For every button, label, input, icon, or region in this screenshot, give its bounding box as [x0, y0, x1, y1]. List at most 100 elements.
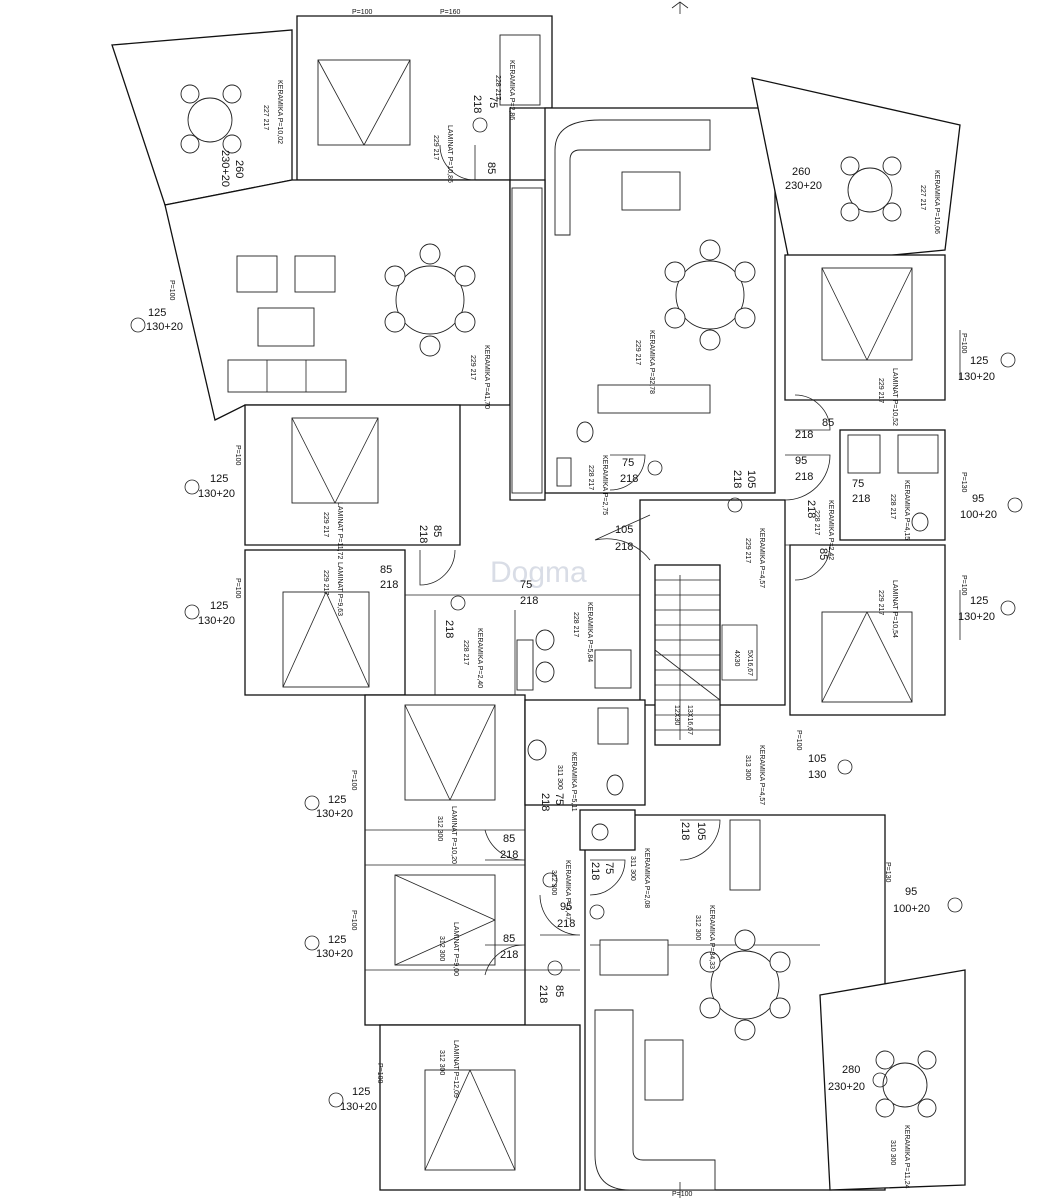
room-height: 229 217: [744, 538, 751, 563]
beds: [282, 59, 913, 1171]
dining-lower: [699, 929, 791, 1041]
door-height: 218: [852, 493, 870, 505]
bed-3: [291, 417, 379, 504]
room-label-list: KERAMIKA P=10,02 227 217 LAMINAT P=10,86…: [262, 60, 940, 1189]
door-width: 95: [560, 901, 572, 913]
stair-label: 13X16,67: [686, 705, 693, 735]
room-height: 228 217: [572, 612, 579, 637]
sanitary: [499, 34, 939, 841]
door-height: 218: [589, 862, 601, 880]
window-height: 230+20: [785, 180, 822, 192]
window-height: 130+20: [316, 808, 353, 820]
window-width: 95: [972, 493, 984, 505]
door-width: 105: [695, 822, 707, 840]
room-height: 312 300: [694, 915, 701, 940]
parapet: P=100: [168, 280, 175, 301]
furniture: [227, 119, 761, 1191]
room-label: KERAMIKA P=4,57: [758, 745, 765, 805]
room-height: 229 217: [322, 512, 329, 537]
bed-6: [404, 704, 496, 801]
window-height: 130+20: [198, 488, 235, 500]
stair-label: 4X30: [733, 650, 740, 666]
dining-sets: [180, 84, 937, 1118]
door-width: 85: [553, 985, 565, 997]
door-width: 85: [503, 833, 515, 845]
window-width: 125: [970, 595, 988, 607]
door-height: 218: [557, 918, 575, 930]
room-height: 229 217: [469, 355, 476, 380]
dining-kitchen: [664, 239, 756, 351]
bed-2: [821, 267, 913, 361]
stair-labels: 5X16,67 4X30 13X16,67 12X30: [673, 650, 753, 735]
room-label: KERAMIKA P=4,57: [758, 528, 765, 588]
room-height: 311 300: [556, 765, 563, 790]
staircase: [654, 575, 758, 740]
bed-7: [394, 874, 496, 966]
parapet: P=100: [672, 1191, 693, 1198]
room-height: 312 300: [438, 936, 445, 961]
door-height: 218: [731, 470, 743, 488]
room-height: 227 217: [262, 105, 269, 130]
room-label: KERAMIKA P=2,42: [827, 500, 834, 560]
door-width: 85: [817, 548, 829, 560]
parapet: P=160: [440, 9, 461, 16]
door-height: 218: [500, 949, 518, 961]
door-dimensions: 85 218 75 218 85 95 218 218 105 75 218 2…: [380, 95, 870, 1003]
room-label: KERAMIKA P=11,24: [903, 1125, 910, 1189]
watermark: Dogma: [490, 556, 587, 589]
section-arrow-icon: [671, 1, 689, 1198]
window-height: 230+20: [828, 1081, 865, 1093]
door-height: 218: [795, 471, 813, 483]
door-width: 75: [622, 457, 634, 469]
room-label: KERAMIKA P=5,11: [570, 752, 577, 812]
room-label: LAMINAT P=12,09: [452, 1040, 459, 1098]
room-label: LAMINAT P=9,63: [336, 562, 343, 616]
door-width: 85: [380, 564, 392, 576]
door-height: 218: [615, 541, 633, 553]
door-height: 218: [795, 429, 813, 441]
door-height: 218: [443, 620, 455, 638]
room-height: 313 300: [744, 755, 751, 780]
window-width: 105: [808, 753, 826, 765]
room-height: 310 300: [889, 1140, 896, 1165]
balcony-table-3: [875, 1050, 937, 1118]
window-width: 125: [352, 1086, 370, 1098]
room-label: KERAMIKA P=10,06: [933, 170, 940, 234]
dining-left: [384, 243, 476, 357]
room-height: 228 217: [462, 640, 469, 665]
room-height: 229 217: [877, 378, 884, 403]
parapet: P=100: [795, 730, 802, 751]
room-label: KERAMIKA P=5,84: [586, 602, 593, 662]
door-height: 218: [500, 849, 518, 861]
room-label: LAMINAT P=10,20: [450, 806, 457, 864]
room-label: KERAMIKA P=32,78: [648, 330, 655, 394]
door-width: 75: [487, 96, 499, 108]
door-height: 218: [471, 95, 483, 113]
window-height: 230+20: [219, 150, 231, 187]
room-height: 228 217: [813, 510, 820, 535]
bed-4: [282, 591, 370, 688]
window-width: 125: [148, 307, 166, 319]
window-height: 130+20: [958, 371, 995, 383]
parapet: P=130: [884, 862, 891, 883]
door-height: 218: [417, 525, 429, 543]
parapet: P=130: [960, 472, 967, 493]
room-height: 229 217: [322, 570, 329, 595]
door-width: 105: [615, 524, 633, 536]
window-width: 95: [905, 886, 917, 898]
window-width: 125: [328, 934, 346, 946]
room-height: 311 300: [629, 856, 636, 881]
room-label: LAMINAT P=9,00: [452, 922, 459, 976]
door-width: 105: [745, 470, 757, 488]
window-height: 100+20: [960, 509, 997, 521]
window-width: 260: [233, 160, 245, 178]
room-label: KERAMIKA P=2,75: [601, 455, 608, 515]
room-label: LAMINAT P=11,72: [336, 502, 343, 559]
window-height: 130+20: [198, 615, 235, 627]
window-width: 125: [210, 600, 228, 612]
window-height: 130+20: [958, 611, 995, 623]
room-label: KERAMIKA P=10,02: [276, 80, 283, 144]
door-width: 75: [852, 478, 864, 490]
window-width: 125: [210, 473, 228, 485]
door-width: 85: [485, 162, 497, 174]
